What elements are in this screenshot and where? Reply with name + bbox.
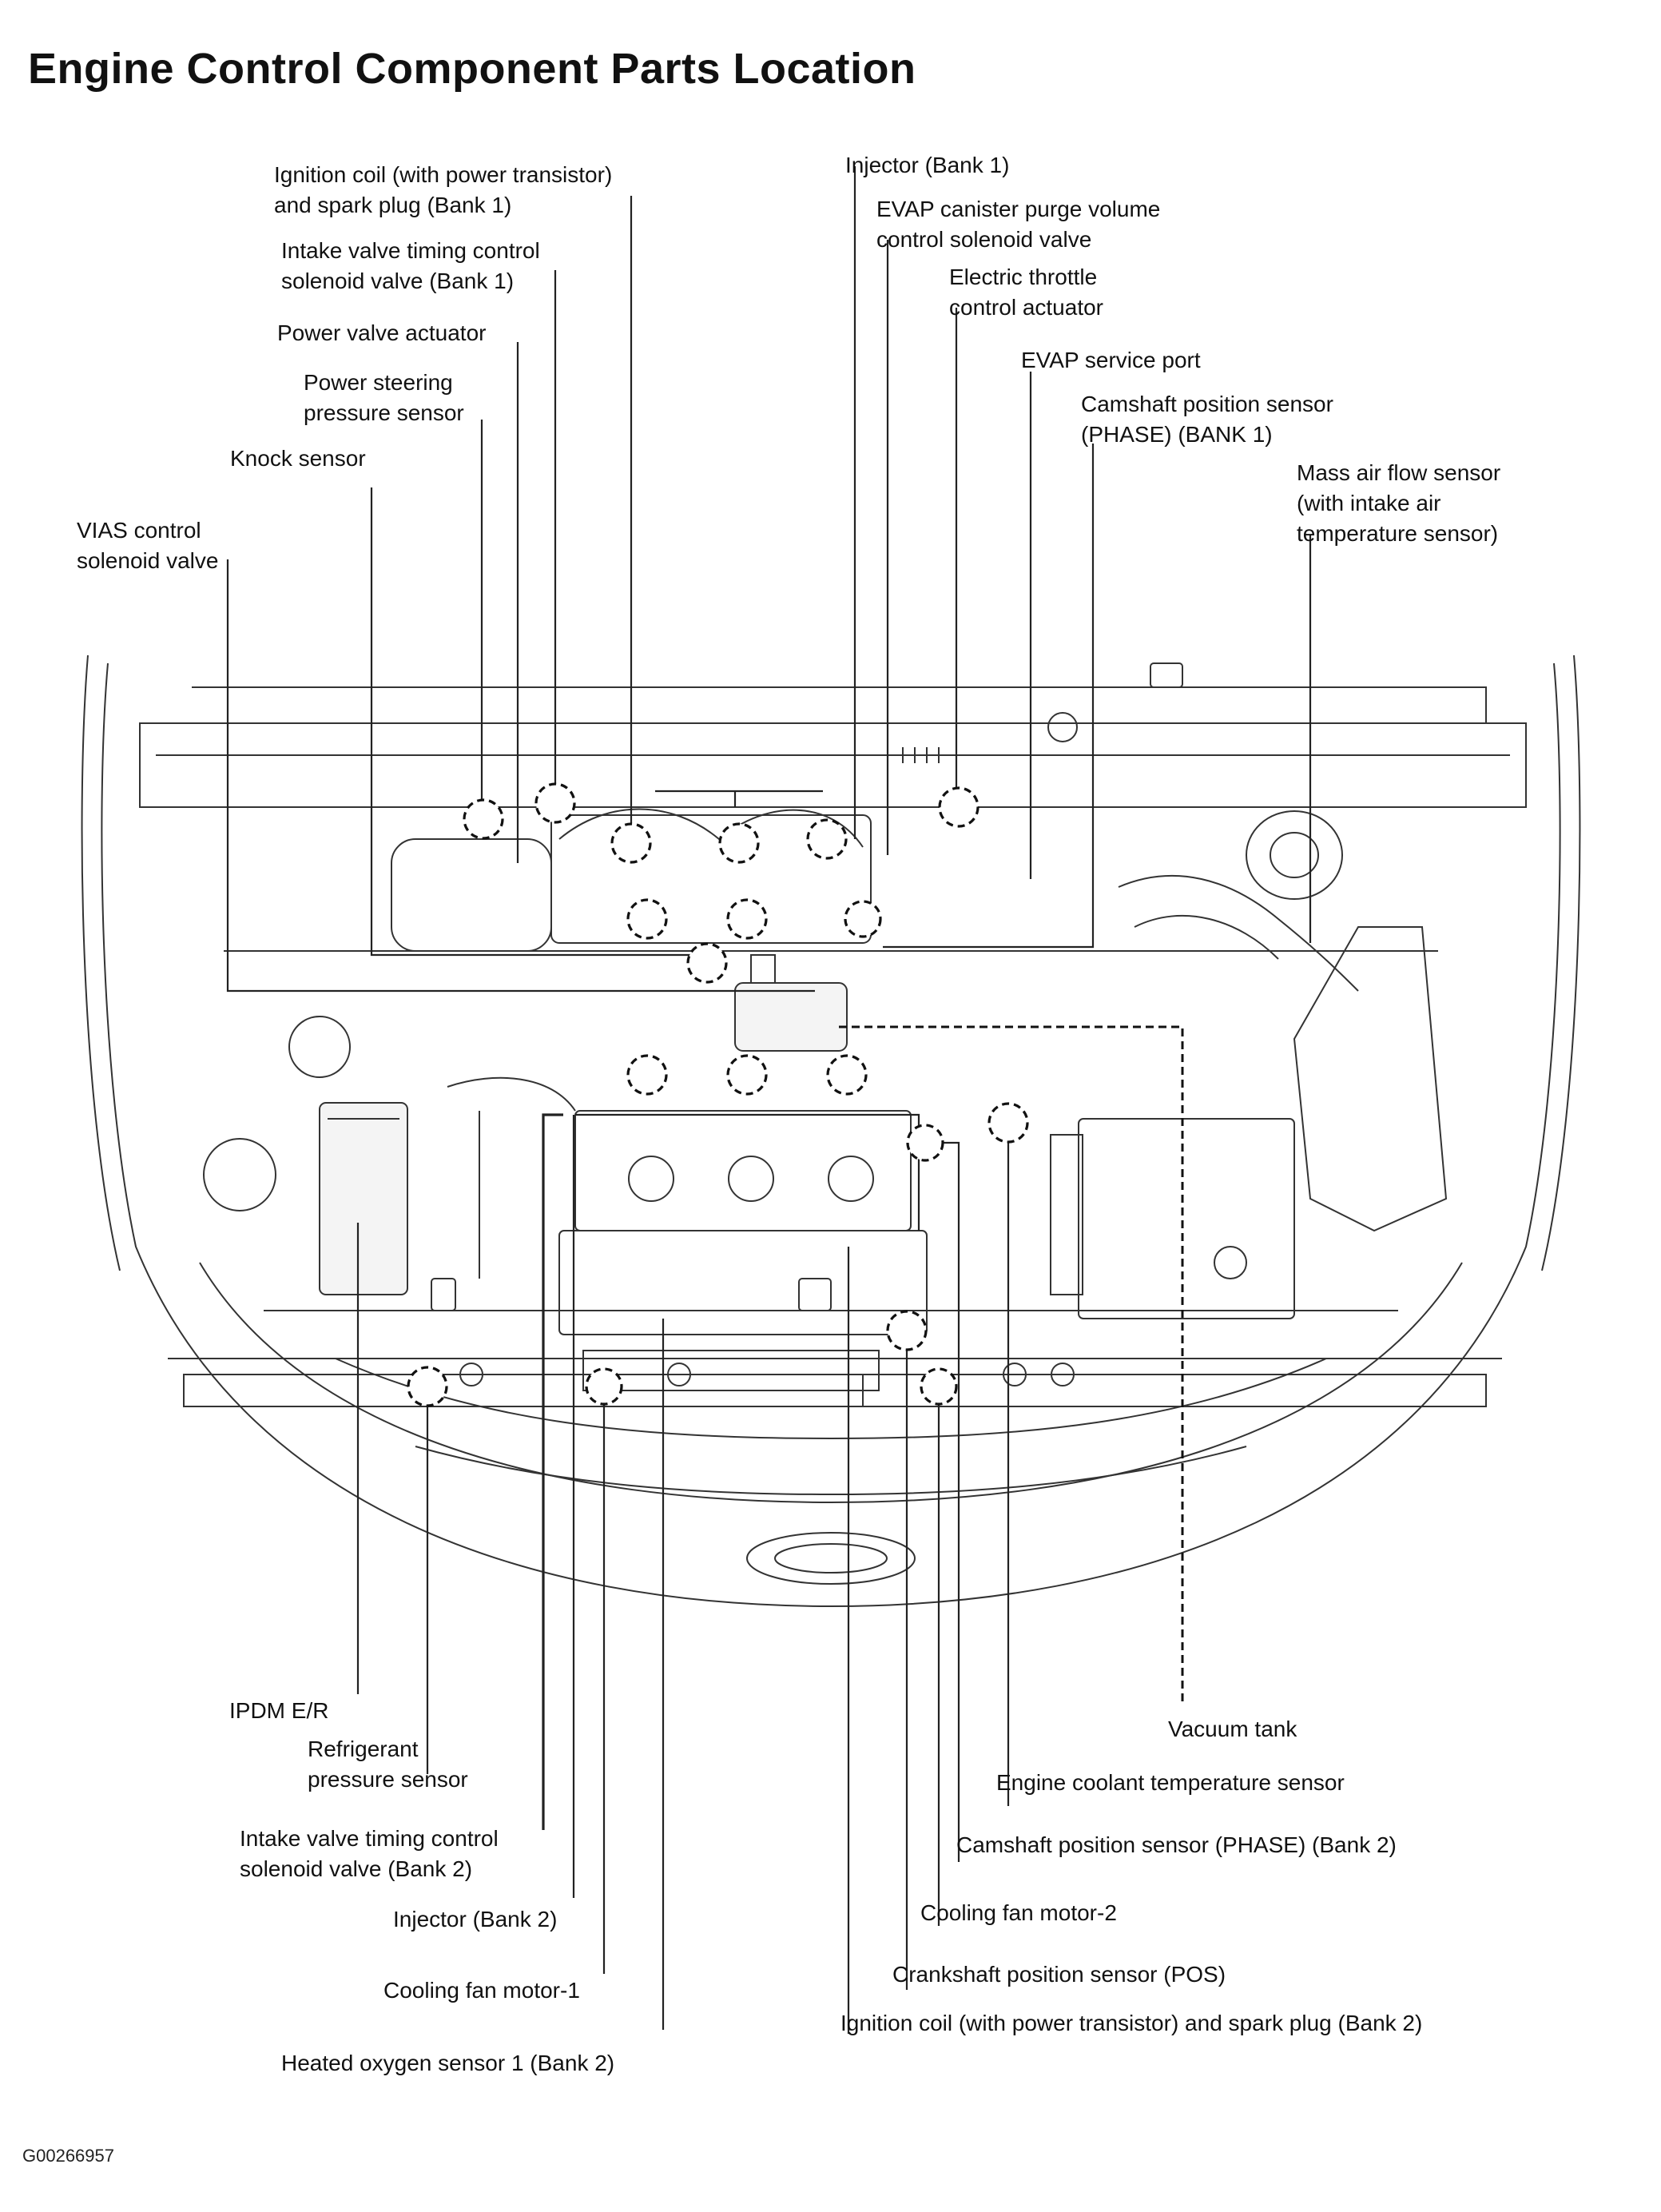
label-evap-canister-purge: EVAP canister purge volume control solen… xyxy=(876,197,1161,252)
label-refrigerant-pressure-sensor: Refrigerant pressure sensor xyxy=(308,1737,468,1792)
label-camshaft-position-sensor-bank1: Camshaft position sensor (PHASE) (BANK 1… xyxy=(1081,392,1333,447)
label-electric-throttle-control-actuator: Electric throttle control actuator xyxy=(949,265,1103,320)
page-title: Engine Control Component Parts Location xyxy=(28,45,916,93)
label-power-valve-actuator: Power valve actuator xyxy=(277,320,487,345)
label-power-steering-pressure-sensor: Power steering pressure sensor xyxy=(304,370,464,425)
battery xyxy=(1050,1118,1295,1319)
engine-block xyxy=(447,1076,928,1391)
label-crankshaft-position-sensor: Crankshaft position sensor (POS) xyxy=(892,1962,1226,1987)
air-cleaner xyxy=(1118,810,1448,1232)
intake-manifold xyxy=(391,808,872,1052)
label-cooling-fan-motor-1: Cooling fan motor-1 xyxy=(383,1978,580,2003)
label-intake-valve-timing-bank2: Intake valve timing control solenoid val… xyxy=(240,1826,499,1881)
label-evap-service-port: EVAP service port xyxy=(1021,348,1201,372)
label-vias-control-solenoid-valve: VIAS control solenoid valve xyxy=(77,518,219,573)
label-ignition-coil-bank2: Ignition coil (with power transistor) an… xyxy=(840,2011,1423,2035)
label-intake-valve-timing-bank1: Intake valve timing control solenoid val… xyxy=(281,238,540,293)
label-cooling-fan-motor-2: Cooling fan motor-2 xyxy=(920,1900,1117,1925)
misc-components xyxy=(203,662,1183,1407)
label-heated-oxygen-sensor-bank2: Heated oxygen sensor 1 (Bank 2) xyxy=(281,2051,615,2075)
label-camshaft-position-sensor-bank2: Camshaft position sensor (PHASE) (Bank 2… xyxy=(956,1832,1397,1857)
label-knock-sensor: Knock sensor xyxy=(230,446,366,471)
figure-id: G00266957 xyxy=(22,2146,114,2166)
label-injector-bank2: Injector (Bank 2) xyxy=(393,1907,558,1932)
leader-lines xyxy=(226,166,1312,2034)
label-vacuum-tank: Vacuum tank xyxy=(1168,1717,1297,1741)
engine-bay-outline xyxy=(81,654,1581,1608)
label-ipdm-er: IPDM E/R xyxy=(229,1698,329,1723)
label-engine-coolant-temperature-sensor: Engine coolant temperature sensor xyxy=(996,1770,1345,1795)
label-mass-air-flow-sensor: Mass air flow sensor (with intake air te… xyxy=(1297,460,1501,546)
ipdm-box xyxy=(319,1102,408,1295)
label-ignition-coil-bank1: Ignition coil (with power transistor) an… xyxy=(274,162,613,217)
location-markers xyxy=(407,782,1029,1407)
label-injector-bank1: Injector (Bank 1) xyxy=(845,153,1010,177)
